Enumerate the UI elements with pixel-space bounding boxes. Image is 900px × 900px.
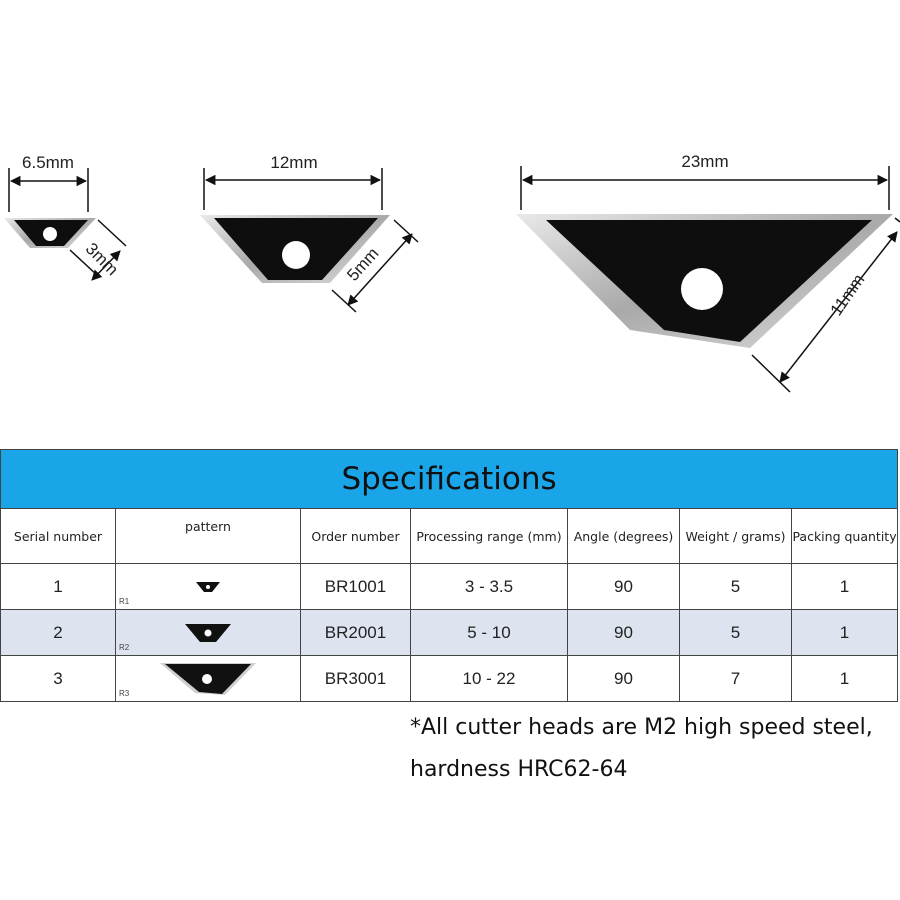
- blade-dimension-diagrams: 6.5mm 3mm 12mm 5mm 23mm 11mm: [4, 152, 900, 393]
- material-footnote: *All cutter heads are M2 high speed stee…: [410, 707, 895, 791]
- large-width-label: 23mm: [681, 152, 728, 171]
- order-number-cell: BR2001: [300, 609, 411, 656]
- medium-width-label: 12mm: [270, 153, 317, 172]
- large-edge-label: 11mm: [827, 271, 869, 320]
- angle-cell: 90: [567, 655, 680, 702]
- pattern-cell: R2: [115, 609, 301, 656]
- weight-cell: 5: [679, 563, 792, 610]
- angle-cell: 90: [567, 609, 680, 656]
- table-row: 1 R1 BR1001 3 - 3.5 90 5 1: [0, 563, 899, 610]
- header-weight: Weight / grams): [679, 508, 792, 564]
- order-number-cell: BR1001: [300, 563, 411, 610]
- table-header-row: Serial number pattern Order number Proce…: [0, 508, 899, 564]
- serial-number-cell: 3: [0, 655, 116, 702]
- header-packing-quantity: Packing quantity: [790, 508, 899, 564]
- packing-quantity-cell: 1: [790, 609, 899, 656]
- angle-cell: 90: [567, 563, 680, 610]
- header-serial-number: Serial number: [0, 508, 116, 564]
- packing-quantity-cell: 1: [790, 563, 899, 610]
- small-width-label: 6.5mm: [22, 153, 74, 172]
- packing-quantity-cell: 1: [790, 655, 899, 702]
- medium-blade: 12mm 5mm: [200, 153, 419, 313]
- pattern-code: R3: [119, 689, 130, 698]
- blade-pattern-r2-icon: [185, 623, 231, 642]
- processing-range-cell: 5 - 10: [410, 609, 568, 656]
- small-blade: 6.5mm 3mm: [4, 153, 127, 281]
- processing-range-cell: 3 - 3.5: [410, 563, 568, 610]
- header-order-number: Order number: [300, 508, 411, 564]
- pattern-code: R2: [119, 643, 130, 652]
- pattern-cell: R3: [115, 655, 301, 702]
- table-title: Specifications: [0, 449, 899, 509]
- serial-number-cell: 1: [0, 563, 116, 610]
- weight-cell: 7: [679, 655, 792, 702]
- table-row: 3 R3 BR3001 10 - 22 90 7 1: [0, 655, 899, 702]
- pattern-code: R1: [119, 597, 130, 606]
- order-number-cell: BR3001: [300, 655, 411, 702]
- weight-cell: 5: [679, 609, 792, 656]
- footnote-line-2: hardness HRC62-64: [410, 757, 628, 782]
- header-processing-range: Processing range (mm): [410, 508, 568, 564]
- blade-pattern-r1-icon: [196, 581, 220, 592]
- header-angle: Angle (degrees): [567, 508, 680, 564]
- header-pattern: pattern: [115, 508, 301, 564]
- small-edge-label: 3mm: [82, 239, 122, 279]
- serial-number-cell: 2: [0, 609, 116, 656]
- specifications-table: Specifications Serial number pattern Ord…: [0, 449, 899, 702]
- processing-range-cell: 10 - 22: [410, 655, 568, 702]
- table-row: 2 R2 BR2001 5 - 10 90 5 1: [0, 609, 899, 656]
- large-blade: 23mm 11mm: [516, 152, 900, 393]
- blade-pattern-r3-icon: [160, 662, 256, 695]
- pattern-cell: R1: [115, 563, 301, 610]
- footnote-line-1: *All cutter heads are M2 high speed stee…: [410, 715, 873, 740]
